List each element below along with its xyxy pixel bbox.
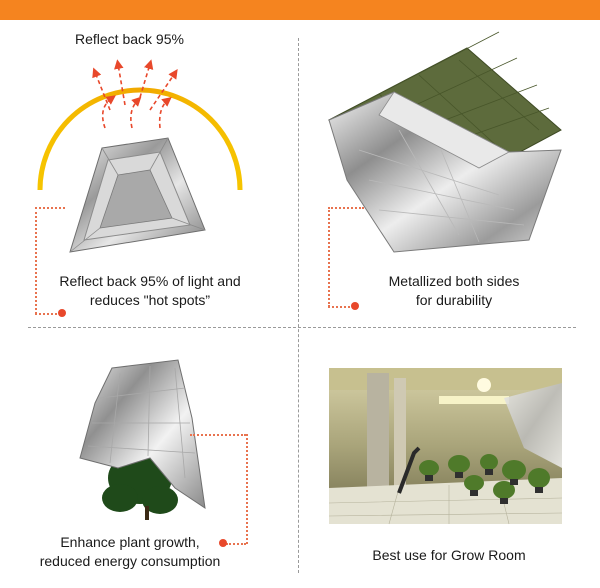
plant-caption-line-1: Enhance plant growth, [60,534,200,550]
panel-metallized: Metallized both sides for durability [299,20,600,327]
plant-leader-line-bottom [226,543,246,545]
metallized-bullet [351,302,359,310]
metallized-caption-line-2: for durability [415,292,493,308]
metallized-leader-line-bottom [328,306,350,308]
grow-room-caption: Best use for Grow Room [372,547,526,563]
reflect-caption: Reflect back 95% of light and reduces "h… [40,272,260,310]
reflect-bullet [58,309,66,317]
folded-film-icon [69,137,206,253]
mylar-sheet-icon [327,31,562,253]
metallized-leader-line [328,207,364,209]
metallized-caption: Metallized both sides for durability [354,272,554,310]
plant-leader-line-vertical [246,434,248,544]
reflect-leader-line [35,207,65,209]
plant-caption-line-2: reduced energy consumption [39,553,221,569]
reflect-caption-line-2: reduces "hot spots” [89,292,211,308]
plant-leader-line [190,434,246,436]
reflect-leader-line-vertical [35,207,37,314]
panel-plant-growth: Enhance plant growth, reduced energy con… [0,328,298,588]
metallized-leader-line-vertical [328,207,330,307]
plant-bullet [219,539,227,547]
horizontal-divider [28,327,576,328]
reflect-heading: Reflect back 95% [75,31,184,47]
vertical-divider [298,38,299,573]
top-accent-bar [0,0,600,20]
reflect-arrows-icon [37,59,243,253]
panel-reflect: Reflect back 95% [0,20,298,327]
reflect-caption-line-1: Reflect back 95% of light and [59,273,241,289]
panel-grow-room: Best use for Grow Room [299,328,600,588]
grow-room-photo [328,368,563,525]
draped-plant-icon [79,359,206,520]
metallized-caption-line-1: Metallized both sides [388,273,520,289]
plant-caption: Enhance plant growth, reduced energy con… [20,533,240,571]
reflect-leader-line-bottom [35,313,57,315]
